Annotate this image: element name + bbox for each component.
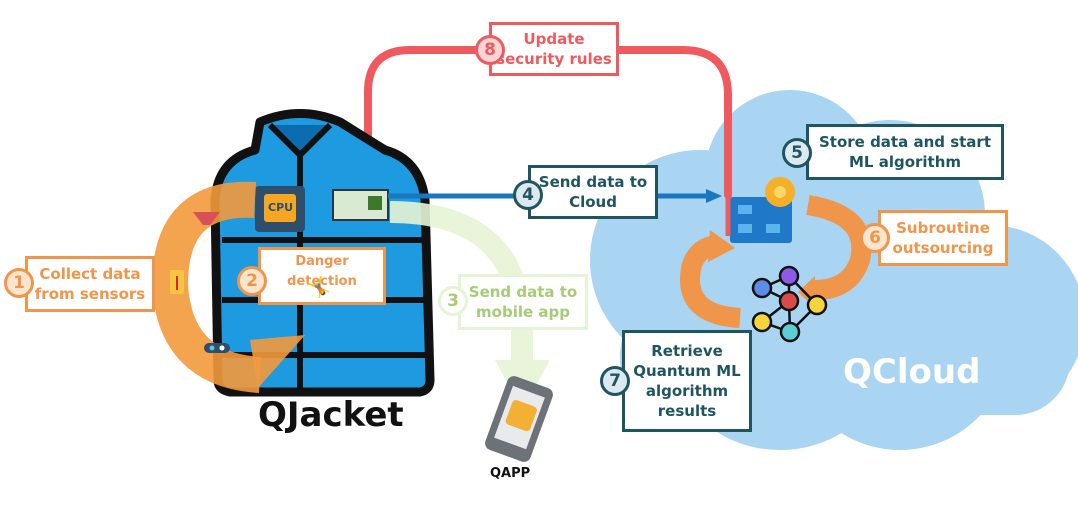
cpu-label: CPU [268, 201, 294, 214]
step-2-number-text: 2 [246, 271, 258, 291]
step-8-number: 8 [475, 35, 505, 65]
retrieve-arrow [679, 235, 741, 328]
step-4-box: Send data to Cloud [528, 165, 658, 219]
collect-arrowhead [250, 335, 305, 388]
step-1-number: 1 [4, 268, 34, 298]
step-6-number-text: 6 [869, 228, 881, 248]
send-cloud-arrowhead [706, 189, 722, 203]
step-7-box: Retrieve Quantum ML algorithm results [622, 330, 752, 432]
update-rules-arrow [364, 46, 732, 199]
step-5-number: 5 [782, 138, 812, 168]
cloud-label: QCloud [843, 352, 981, 392]
step-5-box: Store data and start ML algorithm [806, 124, 1004, 180]
step-6-box: Subroutine outsourcing [878, 210, 1008, 266]
step-8-label: Update security rules [496, 30, 612, 68]
step-2-box: Danger detection [258, 247, 386, 305]
smartphone-icon [485, 376, 553, 462]
step-3-number: 3 [438, 286, 468, 316]
step-1-label: Collect data from sensors [34, 265, 146, 303]
step-4-number: 4 [513, 180, 543, 210]
network-card-icon [332, 189, 389, 221]
step-3-box: Send data to mobile app [458, 274, 588, 330]
step-7-number: 7 [600, 366, 630, 396]
gear-icon [765, 177, 795, 207]
step-6-label: Subroutine outsourcing [892, 219, 994, 257]
camera-sensor-icon [204, 343, 230, 353]
neural-network-icon [751, 265, 828, 343]
step-8-box: Update security rules [489, 22, 619, 76]
cpu-icon [255, 186, 305, 232]
server-dashboard-icon [725, 187, 792, 243]
step-1-box: Collect data from sensors [25, 256, 155, 312]
step-4-number-text: 4 [522, 185, 534, 205]
step-2-label: Danger detection [287, 254, 357, 289]
retrieve-arrowhead [708, 230, 735, 262]
app-label: QAPP [490, 466, 531, 481]
step-3-number-text: 3 [447, 291, 459, 311]
jacket-label: QJacket [258, 395, 404, 435]
step-3-label: Send data to mobile app [468, 283, 578, 321]
falling-person-icon: 🤸 [306, 275, 331, 299]
outsourcing-arrow [806, 195, 872, 300]
step-5-label: Store data and start ML algorithm [819, 133, 991, 171]
step-6-number: 6 [860, 223, 890, 253]
step-4-label: Send data to Cloud [538, 173, 648, 211]
step-8-number-text: 8 [484, 40, 496, 60]
step-2-number: 2 [237, 266, 267, 296]
temperature-sensor-icon [170, 270, 184, 294]
step-7-label: Retrieve Quantum ML algorithm results [633, 342, 741, 420]
proximity-sensor-icon [193, 212, 220, 225]
step-7-number-text: 7 [609, 371, 621, 391]
step-5-number-text: 5 [791, 143, 803, 163]
step-1-number-text: 1 [13, 273, 25, 293]
